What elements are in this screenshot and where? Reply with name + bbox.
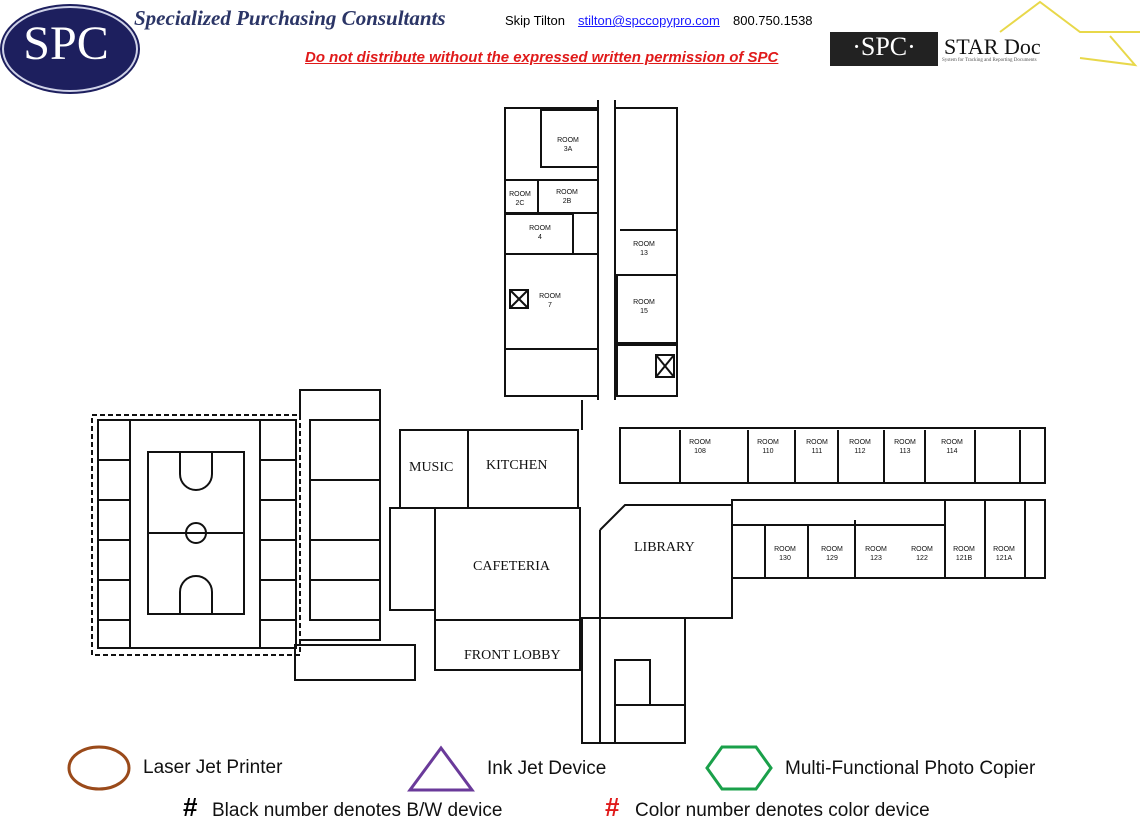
bw-hash-icon: # — [183, 792, 198, 822]
room-word: ROOM — [633, 299, 655, 306]
company-name: Specialized Purchasing Consultants — [134, 6, 446, 30]
stardoc-subtitle: System for Tracking and Reporting Docume… — [942, 58, 1037, 63]
room-word: ROOM — [911, 546, 933, 553]
north-wing — [504, 100, 678, 400]
room-word: ROOM — [865, 546, 887, 553]
east-wing — [599, 427, 1046, 619]
distribution-warning: Do not distribute without the expressed … — [305, 49, 779, 66]
mfp-hexagon-icon — [705, 745, 773, 791]
spc-logo-text: SPC — [23, 17, 109, 70]
area-library: LIBRARY — [634, 540, 695, 555]
room-number-r113: 113 — [899, 448, 910, 455]
room-word: ROOM — [556, 189, 578, 196]
room-word: ROOM — [849, 439, 871, 446]
color-hash-icon: # — [605, 792, 620, 822]
room-word: ROOM — [509, 191, 531, 198]
room-number-r114: 114 — [946, 448, 957, 455]
room-number-r129: 129 — [826, 555, 838, 562]
room-number-r111: 111 — [812, 448, 823, 455]
legend-inkjet: Ink Jet Device — [487, 758, 607, 779]
legend-color: Color number denotes color device — [635, 800, 930, 821]
room-number-r123: 123 — [870, 555, 882, 562]
legend-mfp: Multi-Functional Photo Copier — [785, 758, 1036, 779]
room-word: ROOM — [993, 546, 1015, 553]
laser-printer-circle-icon — [67, 745, 131, 791]
room-word: ROOM — [689, 439, 711, 446]
room-labels: MUSIC KITCHEN CAFETERIA LIBRARY FRONT LO… — [409, 458, 695, 663]
spc-logo — [2, 6, 138, 92]
room-number-r3a: 3A — [564, 146, 573, 153]
star-icon — [999, 0, 1140, 67]
legend-laser: Laser Jet Printer — [143, 757, 283, 778]
area-music: MUSIC — [409, 460, 453, 475]
room-word: ROOM — [557, 137, 579, 144]
room-word: ROOM — [953, 546, 975, 553]
room-number-r112: 112 — [854, 448, 865, 455]
room-word: ROOM — [529, 225, 551, 232]
legend-bw: Black number denotes B/W device — [212, 800, 503, 821]
room-word: ROOM — [821, 546, 843, 553]
room-number-r122: 122 — [916, 555, 928, 562]
stardoc-title: STAR Doc — [944, 34, 1041, 59]
area-kitchen: KITCHEN — [486, 458, 547, 473]
room-number-r2b: 2B — [563, 198, 572, 205]
room-word: ROOM — [633, 241, 655, 248]
room-number-r110: 110 — [762, 448, 773, 455]
area-cafeteria: CAFETERIA — [473, 559, 551, 574]
contact-name: Skip Tilton — [505, 13, 565, 28]
room-word: ROOM — [539, 293, 561, 300]
stardoc-spc-block: ·SPC· — [830, 32, 938, 66]
room-word: ROOM — [806, 439, 828, 446]
room-number-r130: 130 — [779, 555, 791, 562]
inkjet-triangle-icon — [407, 745, 475, 792]
room-number-r4: 4 — [538, 234, 542, 241]
south-wing — [581, 617, 686, 744]
room-word: ROOM — [757, 439, 779, 446]
floor-plan: MUSIC KITCHEN CAFETERIA LIBRARY FRONT LO… — [91, 100, 1046, 744]
room-number-r7: 7 — [548, 302, 552, 309]
room-number-r121b: 121B — [956, 555, 973, 562]
room-number-r121a: 121A — [996, 555, 1013, 562]
contact-phone: 800.750.1538 — [733, 13, 813, 28]
room-word: ROOM — [894, 439, 916, 446]
gymnasium — [91, 414, 301, 656]
stardoc-logo: ·SPC· STAR Doc System for Tracking and R… — [830, 0, 1140, 70]
central-block — [294, 389, 583, 681]
room-number-r2c: 2C — [516, 200, 525, 207]
area-front-lobby: FRONT LOBBY — [464, 648, 561, 663]
contact-email-link[interactable]: stilton@spccopypro.com — [578, 13, 720, 28]
room-number-r15: 15 — [640, 308, 648, 315]
room-number-r13: 13 — [640, 250, 648, 257]
room-word: ROOM — [941, 439, 963, 446]
room-number-r108: 108 — [694, 448, 706, 455]
room-word: ROOM — [774, 546, 796, 553]
classroom-labels: ROOM3AROOM2CROOM2BROOM4ROOM7ROOM13ROOM15… — [509, 137, 1015, 562]
